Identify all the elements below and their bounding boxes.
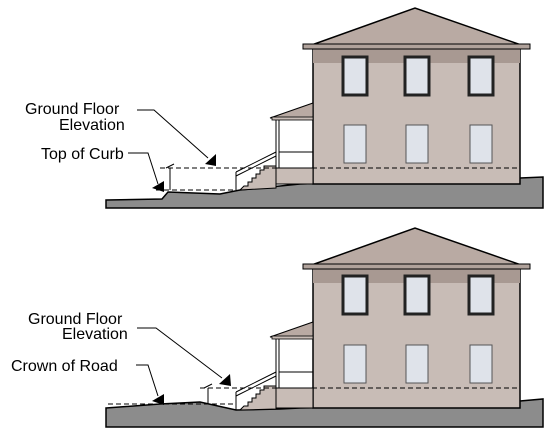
- window: [467, 55, 495, 97]
- panel-top: Ground Floor Elevation Top of Curb: [25, 7, 544, 209]
- label-top-of-curb: Top of Curb: [41, 146, 124, 163]
- porch-roof: [269, 321, 314, 338]
- arrowhead: [152, 181, 164, 192]
- arrowhead: [219, 374, 231, 386]
- label-ground-floor-line1: Ground Floor: [25, 101, 120, 118]
- panel-bottom: Ground Floor Elevation Crown of Road: [11, 227, 544, 428]
- stairs: [238, 385, 277, 411]
- house-roof: [305, 7, 528, 48]
- window: [467, 274, 495, 316]
- window: [343, 344, 367, 384]
- porch-roof: [269, 102, 314, 119]
- leader-ground-floor: [137, 327, 223, 379]
- window: [343, 124, 367, 164]
- label-ground-floor-line2: Elevation: [62, 326, 128, 343]
- window: [469, 344, 493, 384]
- leader-reference: [136, 364, 159, 397]
- window: [341, 274, 369, 316]
- house-bottom: [235, 227, 531, 411]
- label-ground-floor-line1: Ground Floor: [28, 311, 123, 328]
- arrowhead: [152, 394, 164, 405]
- stairs: [238, 165, 277, 191]
- window: [405, 124, 429, 164]
- leader-ground-floor: [137, 109, 209, 159]
- house-roof: [305, 227, 528, 268]
- label-crown-of-road: Crown of Road: [11, 358, 118, 375]
- window: [403, 55, 431, 97]
- window: [403, 274, 431, 316]
- window: [341, 55, 369, 97]
- arrowhead: [205, 154, 216, 166]
- leader-reference: [128, 152, 159, 185]
- house-top: [235, 7, 531, 191]
- label-ground-floor-line2: Elevation: [59, 117, 125, 134]
- window: [405, 344, 429, 384]
- window: [469, 124, 493, 164]
